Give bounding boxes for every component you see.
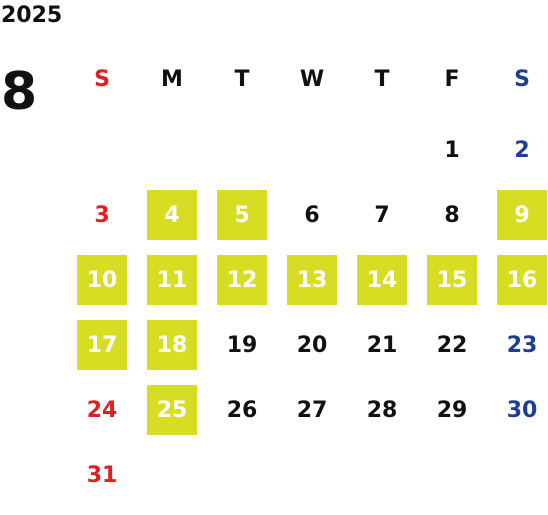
day-cell — [137, 450, 207, 515]
day-cell: 12 — [207, 255, 277, 320]
weekday-saturday: S — [514, 67, 530, 92]
day-number[interactable]: 21 — [366, 332, 398, 358]
weekday-friday: F — [444, 67, 460, 92]
highlighted-day[interactable]: 18 — [147, 320, 197, 370]
day-cell: 4 — [137, 190, 207, 255]
day-number[interactable]: 26 — [226, 397, 258, 423]
day-cell: 1 — [417, 125, 487, 190]
day-number[interactable]: 27 — [296, 397, 328, 423]
day-number[interactable]: 8 — [444, 202, 460, 228]
day-cell: 21 — [347, 320, 417, 385]
day-number[interactable]: 30 — [506, 397, 538, 423]
day-number[interactable]: 29 — [436, 397, 468, 423]
day-number[interactable]: 6 — [304, 202, 320, 228]
day-cell — [347, 125, 417, 190]
day-cell: 13 — [277, 255, 347, 320]
highlighted-day[interactable]: 15 — [427, 255, 477, 305]
day-cell: 24 — [67, 385, 137, 450]
day-cell: 15 — [417, 255, 487, 320]
day-cell: 27 — [277, 385, 347, 450]
day-cell — [67, 125, 137, 190]
day-cell: 3 — [67, 190, 137, 255]
day-cell — [207, 125, 277, 190]
highlighted-day[interactable]: 25 — [147, 385, 197, 435]
day-cell: 10 — [67, 255, 137, 320]
day-cell: 31 — [67, 450, 137, 515]
day-number[interactable]: 31 — [86, 462, 118, 488]
day-number[interactable]: 19 — [226, 332, 258, 358]
day-cell — [277, 450, 347, 515]
weekday-wednesday: W — [299, 67, 325, 92]
highlighted-day[interactable]: 12 — [217, 255, 267, 305]
day-cell: 19 — [207, 320, 277, 385]
day-number[interactable]: 7 — [374, 202, 390, 228]
day-cell — [277, 125, 347, 190]
day-cell: 9 — [487, 190, 548, 255]
day-cell: 14 — [347, 255, 417, 320]
weekday-header: S M T W T F S — [67, 62, 548, 98]
day-cell — [347, 450, 417, 515]
day-cell: 23 — [487, 320, 548, 385]
day-cell: 17 — [67, 320, 137, 385]
highlighted-day[interactable]: 13 — [287, 255, 337, 305]
day-number[interactable]: 23 — [506, 332, 538, 358]
day-number[interactable]: 24 — [86, 397, 118, 423]
day-cell: 6 — [277, 190, 347, 255]
day-cell — [417, 450, 487, 515]
day-cell: 7 — [347, 190, 417, 255]
highlighted-day[interactable]: 16 — [497, 255, 547, 305]
day-cell — [137, 125, 207, 190]
day-cell: 25 — [137, 385, 207, 450]
day-cell: 2 — [487, 125, 548, 190]
day-cell: 29 — [417, 385, 487, 450]
day-number[interactable]: 1 — [444, 137, 460, 163]
weekday-sunday: S — [94, 67, 110, 92]
weekday-tuesday: T — [234, 67, 250, 92]
highlighted-day[interactable]: 10 — [77, 255, 127, 305]
day-cell: 5 — [207, 190, 277, 255]
highlighted-day[interactable]: 5 — [217, 190, 267, 240]
day-cell: 20 — [277, 320, 347, 385]
year-label: 2025 — [1, 3, 63, 28]
month-label: 8 — [1, 62, 38, 122]
day-number[interactable]: 3 — [94, 202, 110, 228]
day-number[interactable]: 20 — [296, 332, 328, 358]
day-cell: 28 — [347, 385, 417, 450]
day-cell — [207, 450, 277, 515]
weekday-monday: M — [161, 67, 183, 92]
day-cell: 16 — [487, 255, 548, 320]
highlighted-day[interactable]: 17 — [77, 320, 127, 370]
day-cell: 11 — [137, 255, 207, 320]
day-cell: 26 — [207, 385, 277, 450]
highlighted-day[interactable]: 9 — [497, 190, 547, 240]
highlighted-day[interactable]: 4 — [147, 190, 197, 240]
day-cell: 22 — [417, 320, 487, 385]
day-number[interactable]: 28 — [366, 397, 398, 423]
highlighted-day[interactable]: 14 — [357, 255, 407, 305]
day-cell: 8 — [417, 190, 487, 255]
day-cell — [487, 450, 548, 515]
day-cell: 30 — [487, 385, 548, 450]
day-number[interactable]: 2 — [514, 137, 530, 163]
highlighted-day[interactable]: 11 — [147, 255, 197, 305]
day-cell: 18 — [137, 320, 207, 385]
day-number[interactable]: 22 — [436, 332, 468, 358]
weekday-thursday: T — [374, 67, 390, 92]
